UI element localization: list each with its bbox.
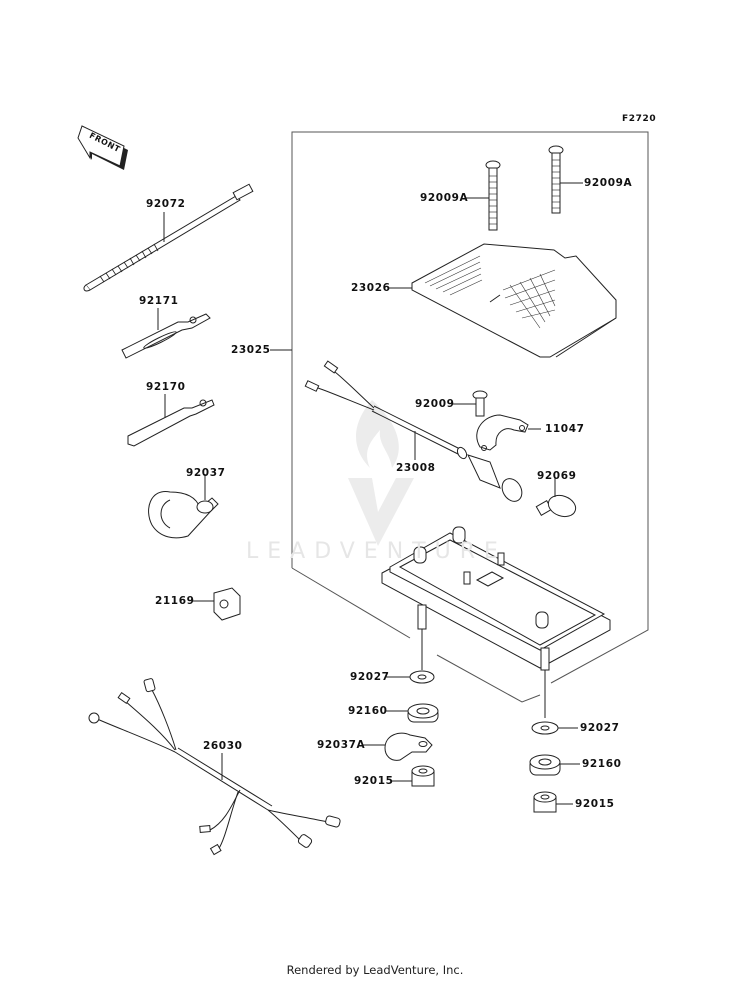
callout-23026[interactable]: 23026	[351, 282, 391, 294]
part-92015-nut-right[interactable]	[533, 791, 573, 813]
callout-92009A-right[interactable]: 92009A	[584, 177, 633, 189]
footer-credit: Rendered by LeadVenture, Inc.	[286, 963, 464, 977]
callout-92027-right[interactable]: 92027	[580, 722, 620, 734]
part-92171-plate[interactable]	[121, 308, 211, 359]
part-92009-screw[interactable]	[452, 390, 488, 417]
callout-11047[interactable]: 11047	[545, 423, 585, 435]
callout-92171[interactable]: 92171	[139, 295, 179, 307]
watermark-logo	[348, 400, 414, 546]
callout-92037[interactable]: 92037	[186, 467, 226, 479]
assembly-frame	[291, 131, 649, 703]
callout-92072[interactable]: 92072	[146, 198, 186, 210]
part-11047-clamp[interactable]	[476, 414, 541, 451]
callout-92069[interactable]: 92069	[537, 470, 577, 482]
part-21169-clip[interactable]	[193, 587, 241, 621]
callout-92015-right[interactable]: 92015	[575, 798, 615, 810]
callout-26030[interactable]: 26030	[203, 740, 243, 752]
callout-92160-left[interactable]: 92160	[348, 705, 388, 717]
part-92027-grommet-right[interactable]	[531, 721, 578, 735]
callout-92027-left[interactable]: 92027	[350, 671, 390, 683]
part-23008-socket-harness[interactable]	[304, 360, 525, 505]
callout-23008[interactable]: 23008	[396, 462, 436, 474]
part-92072-cable-tie[interactable]	[83, 183, 254, 292]
callout-92170[interactable]: 92170	[146, 381, 186, 393]
part-92170-plate[interactable]	[127, 394, 215, 447]
callout-92037A[interactable]: 92037A	[317, 739, 366, 751]
callout-92015-left[interactable]: 92015	[354, 775, 394, 787]
part-26030-harness[interactable]	[88, 678, 341, 856]
part-92037A-clamp[interactable]	[362, 732, 433, 761]
part-92037-clamp[interactable]	[148, 474, 219, 539]
part-92069-bulb[interactable]	[535, 478, 578, 520]
callout-92160-right[interactable]: 92160	[582, 758, 622, 770]
callout-23025[interactable]: 23025	[231, 344, 271, 356]
figure-code: F2720	[622, 114, 657, 124]
callout-21169[interactable]: 21169	[155, 595, 195, 607]
part-92009A-screw-left[interactable]	[466, 160, 501, 231]
part-23026-lens[interactable]	[388, 243, 617, 358]
front-arrow-icon	[77, 125, 128, 170]
tail-light-base	[381, 526, 611, 718]
callout-92009[interactable]: 92009	[415, 398, 455, 410]
part-92015-nut-left[interactable]	[391, 765, 435, 787]
part-92160-damper-left[interactable]	[385, 703, 439, 723]
watermark-text: LEADVENTURE	[246, 539, 507, 564]
callout-92009A-left[interactable]: 92009A	[420, 192, 469, 204]
part-92027-grommet-left[interactable]	[386, 670, 435, 684]
part-92009A-screw-right[interactable]	[548, 145, 583, 214]
part-92160-damper-right[interactable]	[529, 754, 580, 776]
